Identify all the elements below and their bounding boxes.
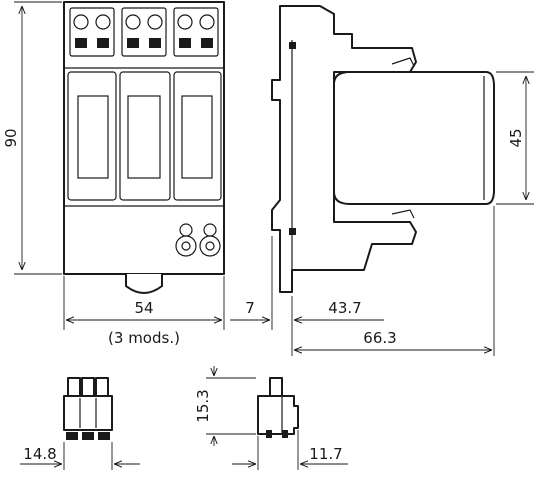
total-depth-label: 66.3 xyxy=(363,329,396,347)
front-view: 90 54 (3 mods.) xyxy=(2,1,225,347)
body-depth-label: 43.7 xyxy=(328,299,361,317)
terminal-block-1 xyxy=(69,7,115,57)
terminal-side-tab xyxy=(269,377,283,397)
terminal-block-2 xyxy=(121,7,167,57)
terminal-block-3 xyxy=(173,7,219,57)
terminal-height-label: 15.3 xyxy=(194,389,212,422)
module-3-window xyxy=(181,95,213,179)
bottom-terminals xyxy=(175,223,221,257)
side-slot-lower xyxy=(289,228,296,235)
module-2-window xyxy=(127,95,161,179)
width-dimension-label: 54 xyxy=(134,299,153,317)
terminal-width-label: 14.8 xyxy=(23,445,56,463)
modules-note-label: (3 mods.) xyxy=(108,329,180,347)
module-1-window xyxy=(77,95,109,179)
lower-latch xyxy=(391,209,415,219)
height-dimension-label: 90 xyxy=(2,128,20,147)
rail-offset-label: 7 xyxy=(245,299,255,317)
module-3 xyxy=(173,71,222,201)
front-cover xyxy=(333,71,495,205)
terminal-depth-label: 11.7 xyxy=(309,445,342,463)
terminal-side-body xyxy=(257,395,299,435)
module-1 xyxy=(67,71,117,201)
side-view: 45 7 43.7 66.3 xyxy=(230,5,534,356)
terminal-front-detail: 14.8 xyxy=(20,377,140,470)
front-housing xyxy=(63,1,225,275)
terminal-body xyxy=(63,395,113,431)
upper-latch xyxy=(391,57,415,67)
din-clip xyxy=(125,274,163,294)
top-terminal-row xyxy=(69,7,219,57)
side-body-outline xyxy=(271,5,417,293)
side-slot-upper xyxy=(289,42,296,49)
module-2 xyxy=(119,71,171,201)
module-windows xyxy=(67,71,222,201)
cover-height-label: 45 xyxy=(507,128,525,147)
terminal-side-detail: 15.3 11.7 xyxy=(194,366,348,470)
